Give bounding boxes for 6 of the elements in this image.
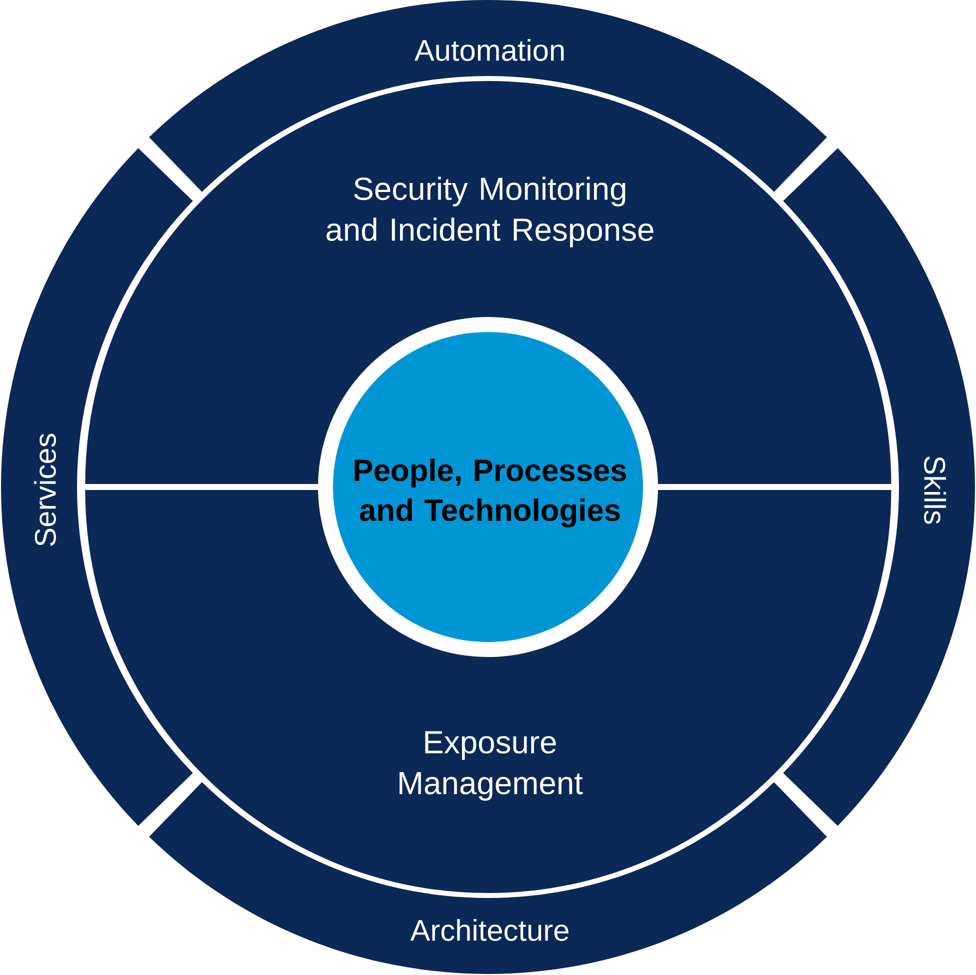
node-label: Skills xyxy=(924,456,946,524)
ring-segment: Skills xyxy=(783,148,975,826)
ring-segment: Services xyxy=(1,148,193,826)
node-label: Architecture xyxy=(410,919,568,941)
node-label: Services xyxy=(34,434,56,546)
node-label: Automation xyxy=(414,39,564,61)
